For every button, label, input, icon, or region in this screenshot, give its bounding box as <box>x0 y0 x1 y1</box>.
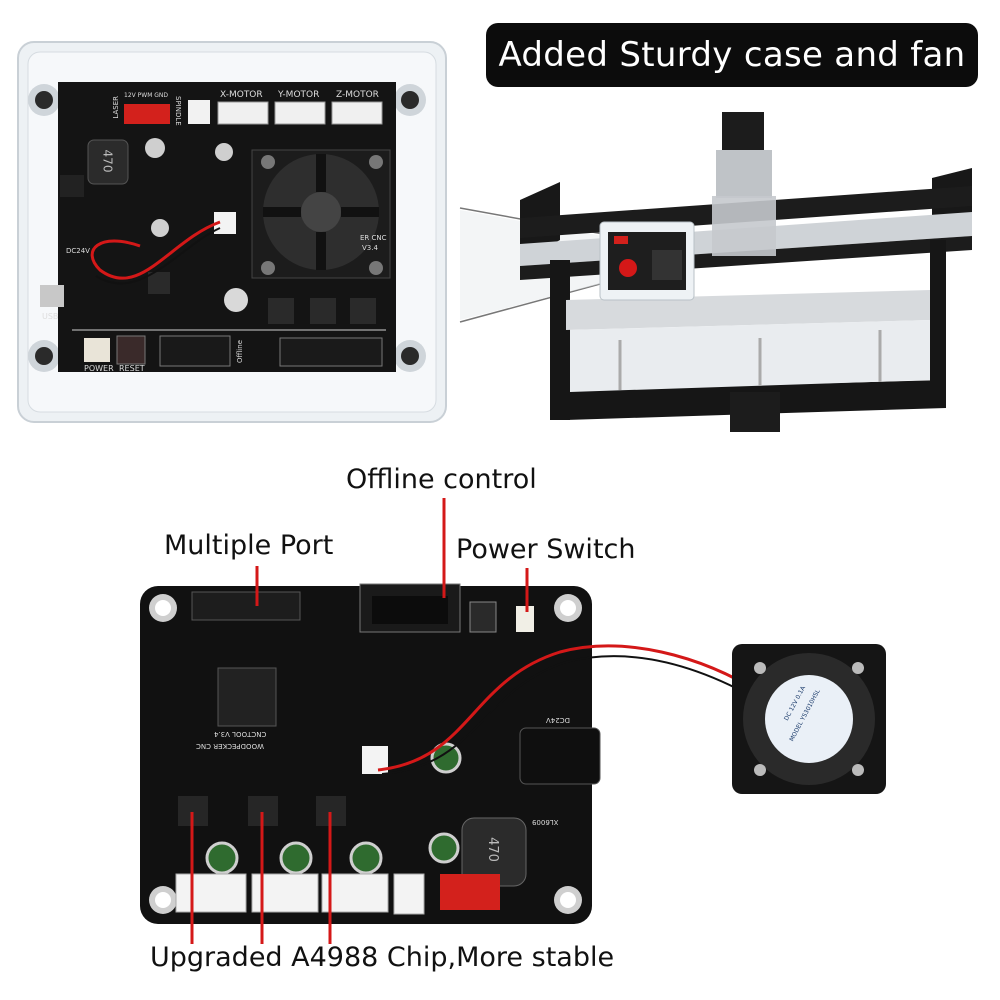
case-pwm-label: 12V PWM GND <box>124 92 169 99</box>
z-motor-label: Z-MOTOR <box>336 90 379 100</box>
case-usb-label: USB <box>42 312 59 321</box>
label-power-switch: Power Switch <box>456 534 636 565</box>
case-inductor-label: 470 <box>100 149 115 173</box>
bare-brand-label: WOODPECKER CNC <box>196 742 264 750</box>
case-power-label: POWER <box>84 364 114 373</box>
callout-pointers <box>190 498 529 944</box>
y-motor-label: Y-MOTOR <box>278 90 320 100</box>
cnc-machine <box>459 112 972 432</box>
bare-board <box>140 583 773 924</box>
case-reset-label: RESET <box>119 364 145 373</box>
banner-title: Added Sturdy case and fan <box>486 23 978 87</box>
case-dc-label: DC24V <box>66 247 90 255</box>
case-pcb <box>40 82 396 372</box>
case-offline-label: Offline <box>236 340 244 363</box>
bare-inductor-label: 470 <box>484 837 500 862</box>
case-version-label: V3.4 <box>362 244 378 252</box>
cooling-fan <box>732 644 886 794</box>
label-multiple-port: Multiple Port <box>164 530 334 561</box>
bare-dc-label: DC24V <box>546 716 570 724</box>
label-upgraded-chip: Upgraded A4988 Chip,More stable <box>150 942 615 973</box>
x-motor-label: X-MOTOR <box>220 90 263 100</box>
label-offline-control: Offline control <box>346 464 537 495</box>
bare-model-label: CNCTOOL V3.4 <box>214 730 267 738</box>
bare-chip-label: XL6009 <box>532 818 559 826</box>
case-brand-label: ER CNC <box>360 234 387 242</box>
case-laser-label: LASER <box>112 96 120 119</box>
case-spindle-label: SPINDLE <box>174 96 182 126</box>
